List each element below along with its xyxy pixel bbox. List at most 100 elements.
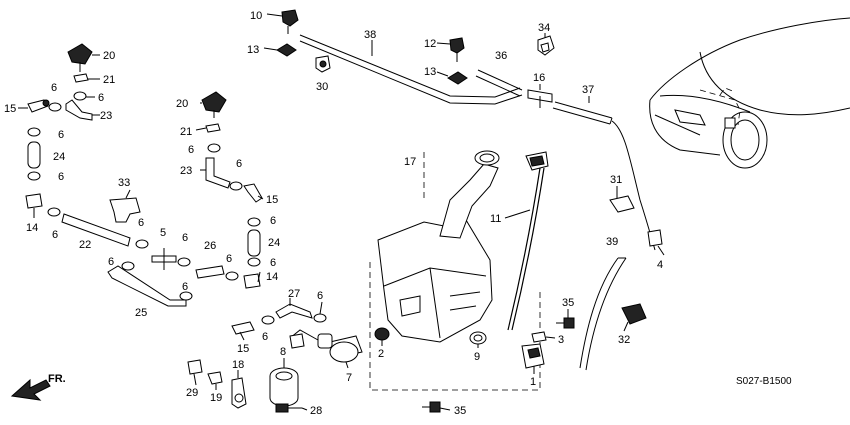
label-33: 33 [118,177,130,189]
gauge-11 [507,151,549,331]
nozzle-20a [67,43,93,72]
clamp-6a [73,91,87,101]
joint-16 [527,89,553,108]
label-17: 17 [404,156,416,168]
label-6: 6 [52,229,58,241]
label-24: 24 [268,237,280,249]
nozzle-10 [281,9,299,34]
label-15: 15 [4,103,16,115]
label-36: 36 [495,50,507,62]
clamp-6p [313,313,327,323]
pump-1 [521,343,545,369]
grommet-13b [447,71,468,85]
hose-38 [299,34,523,105]
label-37: 37 [582,84,594,96]
grommet-9 [469,331,487,345]
clip-32 [621,303,647,325]
clamp-6h [121,261,135,271]
label-31: 31 [610,174,622,186]
label-6: 6 [138,217,144,229]
hose-22 [61,213,131,247]
clamp-6o [261,315,275,325]
label-15: 15 [266,194,278,206]
label-4: 4 [657,259,663,271]
hose-36 [475,69,523,97]
car-outline [649,17,850,169]
label-14: 14 [266,271,278,283]
hose-23a [65,99,93,121]
part-labels: 10 13 38 12 34 20 21 6 6 15 23 30 36 13 … [4,10,663,417]
clamp-6b [48,102,62,112]
label-14: 14 [26,222,38,234]
label-3: 3 [558,334,564,346]
tank-outline-dashed [369,262,541,391]
label-29: 29 [186,387,198,399]
filler-neck [439,150,500,239]
clip-18 [231,377,247,409]
clip-34 [537,35,555,56]
label-9: 9 [474,351,480,363]
label-18: 18 [232,359,244,371]
front-direction-arrow [10,378,51,401]
label-15: 15 [237,343,249,355]
bolt-35a [556,317,575,329]
label-34: 34 [538,22,550,34]
bolt-35b [422,401,441,413]
label-32: 32 [618,334,630,346]
front-label: FR. [48,373,66,385]
hose-39 [579,257,627,371]
cap-29 [187,359,203,375]
label-28: 28 [310,405,322,417]
label-27: 27 [288,288,300,300]
label-7: 7 [346,372,352,384]
label-11: 11 [490,213,501,225]
clip-19 [207,371,223,385]
label-30: 30 [316,81,328,93]
nozzle-20b [201,91,227,118]
label-6: 6 [262,331,268,343]
label-6: 6 [58,171,64,183]
label-21: 21 [180,126,192,138]
label-24: 24 [53,151,65,163]
nozzle-12 [449,37,465,62]
label-6: 6 [188,144,194,156]
label-6: 6 [270,257,276,269]
label-39: 39 [606,236,618,248]
pump-7 [317,333,363,363]
label-20: 20 [176,98,188,110]
label-35: 35 [454,405,466,417]
grommet-13a [276,43,297,57]
label-35: 35 [562,297,574,309]
reservoir-tank-17 [377,219,493,343]
hose-25 [107,265,187,307]
bracket-33 [109,197,141,223]
hose-23b [205,157,231,189]
clamp-6g [177,257,191,267]
label-8: 8 [280,346,286,358]
label-20: 20 [103,50,115,62]
wiring-8 [289,329,319,349]
label-22: 22 [79,239,91,251]
label-6: 6 [108,256,114,268]
label-6: 6 [58,129,64,141]
hose-27 [275,303,313,319]
clamp-6e [47,207,61,217]
diagram-code: S027-B1500 [736,376,792,387]
clamp-6n [225,271,239,281]
clip-3 [531,331,547,343]
label-38: 38 [364,29,376,41]
label-6: 6 [236,158,242,170]
label-2: 2 [378,348,384,360]
hose-26 [195,265,225,279]
joint-15a [27,99,50,113]
label-13: 13 [247,44,259,56]
joint-5 [151,248,177,270]
clip-31 [609,195,635,213]
joint-15c [231,321,255,335]
clamp-6l [247,217,261,227]
label-5: 5 [160,227,166,239]
clamp-6i [179,291,193,301]
label-6: 6 [182,232,188,244]
